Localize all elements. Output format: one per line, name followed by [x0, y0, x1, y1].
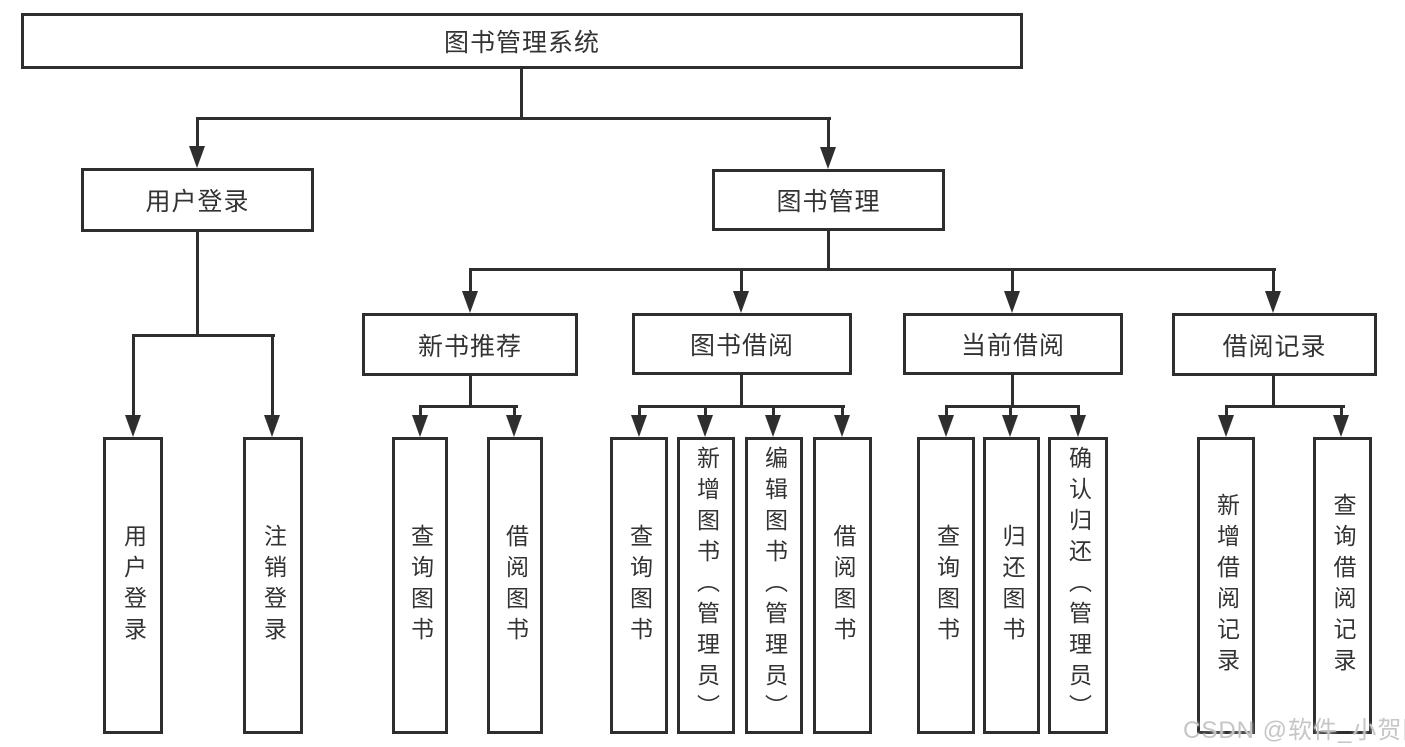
arrowhead-down-icon — [631, 415, 647, 437]
arrowhead-down-icon — [733, 291, 749, 313]
connector — [196, 117, 831, 120]
connector — [1225, 405, 1345, 408]
connector — [704, 405, 707, 418]
leaf-add-books-admin: 新增图书（管理员） — [677, 437, 735, 734]
connector — [196, 117, 199, 150]
node-book-borrowing: 图书借阅 — [632, 313, 852, 375]
connector — [841, 405, 844, 418]
connector — [1077, 405, 1080, 418]
leaf-query-books-recommend: 查询图书 — [392, 437, 448, 734]
arrowhead-down-icon — [189, 146, 205, 168]
connector — [419, 405, 422, 418]
node-label: 借阅图书 — [502, 523, 529, 648]
node-user-login: 用户登录 — [81, 168, 314, 232]
node-label: 图书管理 — [776, 188, 881, 216]
node-label: 查询图书 — [626, 523, 653, 648]
connector — [1340, 405, 1343, 418]
leaf-query-borrow-record: 查询借阅记录 — [1313, 437, 1372, 734]
node-label: 注销登录 — [260, 523, 287, 648]
node-label: 新书推荐 — [417, 332, 522, 361]
arrowhead-down-icon — [462, 291, 478, 313]
connector — [1272, 375, 1275, 408]
csdn-watermark: CSDN @软件_小贺同学 — [1183, 717, 1405, 744]
arrowhead-down-icon — [1002, 415, 1018, 437]
node-current-borrowing: 当前借阅 — [903, 313, 1123, 375]
connector — [1011, 375, 1014, 408]
arrowhead-down-icon — [1265, 291, 1281, 313]
connector — [520, 68, 523, 120]
connector — [419, 405, 518, 408]
node-label: 借阅记录 — [1222, 332, 1327, 361]
arrowhead-down-icon — [1333, 415, 1349, 437]
leaf-query-books-borrowing: 查询图书 — [610, 437, 668, 734]
leaf-user-login: 用户登录 — [103, 437, 163, 734]
arrowhead-down-icon — [264, 415, 280, 437]
connector — [945, 405, 1080, 408]
connector — [132, 334, 135, 418]
arrowhead-down-icon — [834, 415, 850, 437]
leaf-query-books-current: 查询图书 — [917, 437, 975, 734]
connector — [945, 405, 948, 418]
connector — [638, 405, 641, 418]
node-label: 编辑图书（管理员） — [761, 446, 788, 725]
leaf-return-books: 归还图书 — [983, 437, 1040, 734]
arrowhead-down-icon — [1004, 291, 1020, 313]
connector — [1225, 405, 1228, 418]
arrowhead-down-icon — [412, 415, 428, 437]
connector — [638, 405, 845, 408]
connector — [469, 268, 1276, 271]
leaf-add-borrow-record: 新增借阅记录 — [1197, 437, 1255, 734]
arrowhead-down-icon — [820, 147, 836, 169]
connector — [513, 405, 516, 418]
leaf-edit-books-admin: 编辑图书（管理员） — [745, 437, 803, 734]
node-book-management: 图书管理 — [712, 169, 945, 231]
connector — [827, 231, 830, 270]
arrowhead-down-icon — [697, 415, 713, 437]
node-label: 借阅图书 — [830, 523, 856, 648]
leaf-confirm-return-admin: 确认归还（管理员） — [1048, 437, 1108, 734]
connector — [469, 268, 472, 294]
connector — [1009, 405, 1012, 418]
leaf-borrow-books-recommend: 借阅图书 — [487, 437, 543, 734]
connector — [740, 268, 743, 294]
node-label: 归还图书 — [999, 523, 1025, 648]
connector — [1272, 268, 1275, 294]
node-label: 新增图书（管理员） — [693, 446, 720, 725]
connector — [132, 334, 275, 337]
connector — [196, 232, 199, 336]
node-label: 查询图书 — [407, 523, 434, 648]
node-label: 图书管理系统 — [443, 29, 600, 57]
arrowhead-down-icon — [938, 415, 954, 437]
connector — [827, 117, 830, 151]
arrowhead-down-icon — [765, 415, 781, 437]
node-library-system: 图书管理系统 — [21, 13, 1023, 69]
node-label: 确认归还（管理员） — [1065, 446, 1092, 725]
node-borrowing-records: 借阅记录 — [1172, 313, 1377, 376]
connector — [772, 405, 775, 418]
node-label: 图书借阅 — [689, 332, 794, 360]
arrowhead-down-icon — [1070, 415, 1086, 437]
node-label: 查询借阅记录 — [1330, 492, 1356, 679]
leaf-borrow-books: 借阅图书 — [813, 437, 872, 734]
leaf-logout: 注销登录 — [243, 437, 303, 734]
connector — [469, 375, 472, 408]
node-label: 用户登录 — [145, 188, 250, 216]
arrowhead-down-icon — [506, 415, 522, 437]
node-label: 用户登录 — [120, 523, 147, 648]
connector — [271, 334, 274, 418]
arrowhead-down-icon — [1218, 415, 1234, 437]
connector — [740, 374, 743, 408]
node-new-book-recommendation: 新书推荐 — [362, 313, 578, 376]
node-label: 新增借阅记录 — [1213, 492, 1240, 679]
arrowhead-down-icon — [125, 415, 141, 437]
node-label: 当前借阅 — [960, 332, 1065, 360]
node-label: 查询图书 — [933, 523, 960, 648]
connector — [1011, 268, 1014, 294]
